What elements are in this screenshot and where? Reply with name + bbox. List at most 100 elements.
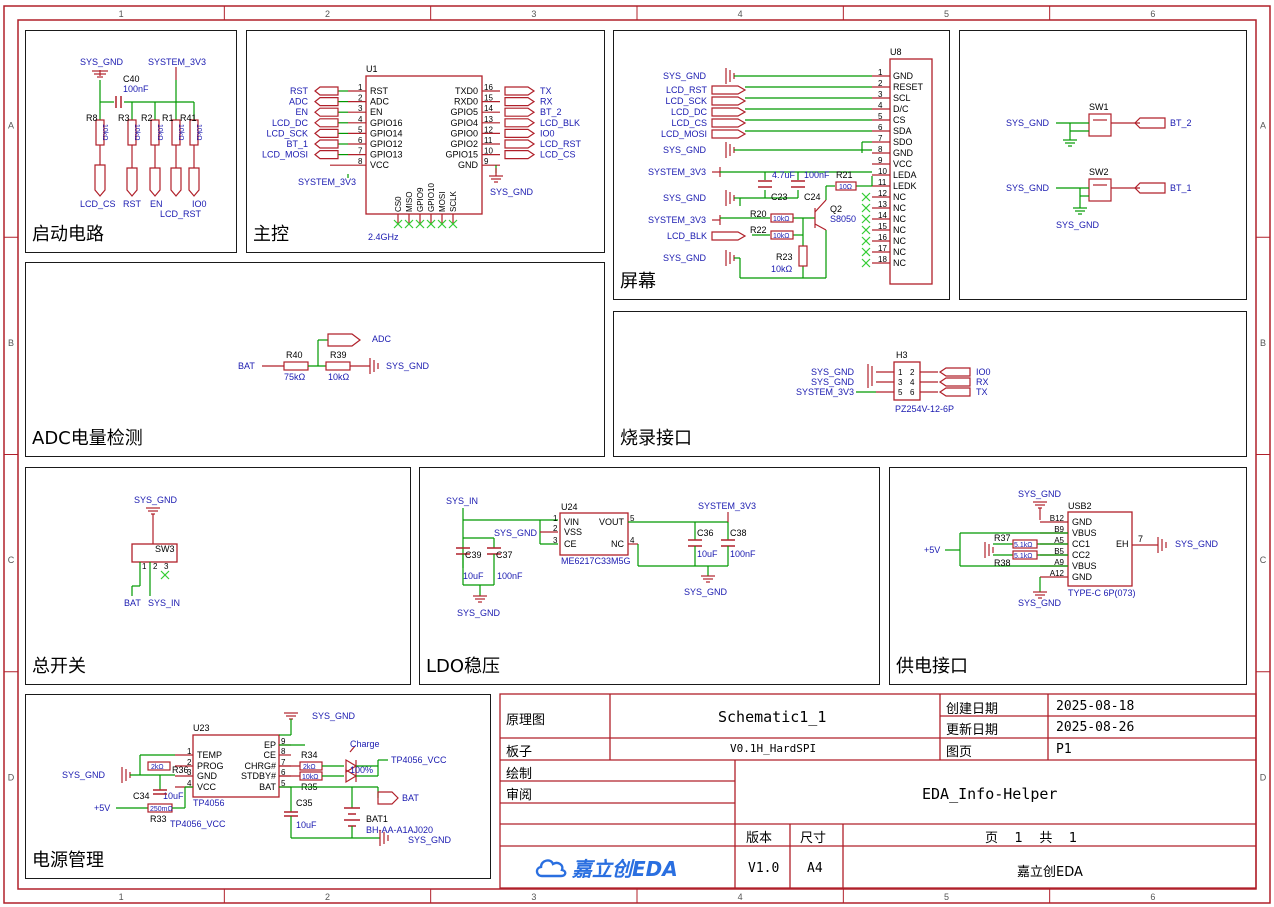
r21-ref: R21 <box>836 170 853 180</box>
sw2-gnd-bottom: SYS_GND <box>1056 220 1100 230</box>
pin-name: GPIO2 <box>450 139 478 149</box>
frame-row-label-right: D <box>1260 772 1267 782</box>
pin-number: 9 <box>484 157 489 166</box>
tb-created-label: 创建日期 <box>946 702 999 717</box>
pm-gnd-bottom: SYS_GND <box>408 835 452 845</box>
pin-name: SCLK <box>449 190 458 212</box>
pin-number: 9 <box>878 156 883 165</box>
pin-name: CHRG# <box>244 761 276 771</box>
r23-value: 10kΩ <box>771 264 793 274</box>
pin-name: RST <box>370 86 389 96</box>
sw2-body <box>1088 178 1112 202</box>
block-flash-title: 烧录接口 <box>620 428 692 449</box>
tb-company: 嘉立创EDA <box>1017 865 1083 880</box>
net-label: SYS_GND <box>663 145 707 155</box>
net-port <box>711 118 747 128</box>
net-label: TX <box>976 387 988 397</box>
r34-ref: R34 <box>301 750 318 760</box>
pin-name: CE <box>263 750 276 760</box>
resistor-value: 10kΩ <box>195 124 202 141</box>
block-screen-title: 屏幕 <box>620 271 656 292</box>
pin-name: GND <box>1072 572 1093 582</box>
r37-value: 5.1kΩ <box>1014 542 1032 549</box>
ldo-gnd: SYS_GND <box>494 528 538 538</box>
net-label: SYS_GND <box>811 367 855 377</box>
pin-name: CE <box>564 539 577 549</box>
net-label: IO0 <box>976 367 991 377</box>
ldo-sys-in: SYS_IN <box>446 496 478 506</box>
u1-ref: U1 <box>366 64 378 74</box>
net-port <box>711 107 747 117</box>
u8-body <box>889 58 933 285</box>
gnd-icon <box>146 507 160 544</box>
block-switch: 总开关 <box>25 467 411 685</box>
net-label: SYS_GND <box>811 377 855 387</box>
sw3-pin2: 2 <box>153 562 158 571</box>
gnd-icon <box>1073 207 1087 215</box>
pin-number: 6 <box>878 123 883 132</box>
pin-name: MISO <box>405 192 414 212</box>
resistor-ref: R3 <box>118 113 130 123</box>
frame-row-label-right: A <box>1260 121 1266 131</box>
block-boot-title: 启动电路 <box>32 224 104 245</box>
pin-name: GPIO12 <box>370 139 403 149</box>
pin-number: 14 <box>878 211 887 220</box>
sw3-gnd: SYS_GND <box>134 495 178 505</box>
pin-number: 14 <box>484 104 493 113</box>
pin-name: CS <box>893 115 906 125</box>
pin-number: B5 <box>1054 547 1064 556</box>
net-port <box>938 387 971 397</box>
pin-number: 5 <box>878 112 883 121</box>
c39-value: 10uF <box>463 571 484 581</box>
pin-name: PROG <box>197 761 224 771</box>
pin-name: EN <box>370 107 383 117</box>
net-label: LCD_RST <box>666 85 708 95</box>
net-label: SYSTEM_3V3 <box>796 387 854 397</box>
c24-value: 100nF <box>804 170 830 180</box>
r40-ref: R40 <box>286 350 303 360</box>
net-label: LCD_RST <box>540 139 582 149</box>
nc-mark-icon <box>861 247 871 257</box>
sw3-bat: BAT <box>124 598 141 608</box>
pin-number: 15 <box>484 94 493 103</box>
resistor-value: 10kΩ <box>133 124 140 141</box>
block-mcu: 主控 <box>246 30 605 253</box>
frame-row-label-right: B <box>1260 338 1266 348</box>
net-label: LCD_BLK <box>667 231 707 241</box>
block-power-mgmt: 电源管理 <box>25 694 491 879</box>
pin-number: B9 <box>1054 525 1064 534</box>
nc-mark-icon <box>160 570 170 580</box>
block-flash: 烧录接口 <box>613 311 1247 457</box>
net-label: LCD_MOSI <box>661 129 707 139</box>
block-adc-title: ADC电量检测 <box>32 428 143 449</box>
block-switch-title: 总开关 <box>32 656 86 677</box>
pin-name: NC <box>893 214 906 224</box>
net-label: SYS_GND <box>663 253 707 263</box>
net-port <box>711 85 747 95</box>
sw1-body <box>1088 113 1112 137</box>
resistor-ref: R2 <box>141 113 153 123</box>
h3-body <box>893 361 921 401</box>
net-label: BT_2 <box>540 107 562 117</box>
nc-mark-icon <box>404 219 414 229</box>
c24-capacitor <box>791 180 805 188</box>
nc-mark-icon <box>437 219 447 229</box>
gnd-icon <box>1063 139 1077 147</box>
pm-gnd-left: SYS_GND <box>62 770 106 780</box>
bt2-port <box>1134 117 1166 129</box>
pin-number: 3 <box>878 90 883 99</box>
block-boot: 启动电路 <box>25 30 237 253</box>
frame-col-label-top: 1 <box>119 9 124 19</box>
frame-col-label-bottom: 3 <box>531 892 536 902</box>
pin-number: A5 <box>1054 536 1064 545</box>
pin-name: VCC <box>197 782 217 792</box>
pin-number: 3 <box>358 104 363 113</box>
pin-number: 2 <box>878 79 883 88</box>
block-ldo-title: LDO稳压 <box>426 656 501 677</box>
nc-mark-icon <box>393 219 403 229</box>
u23-ref: U23 <box>193 723 210 733</box>
